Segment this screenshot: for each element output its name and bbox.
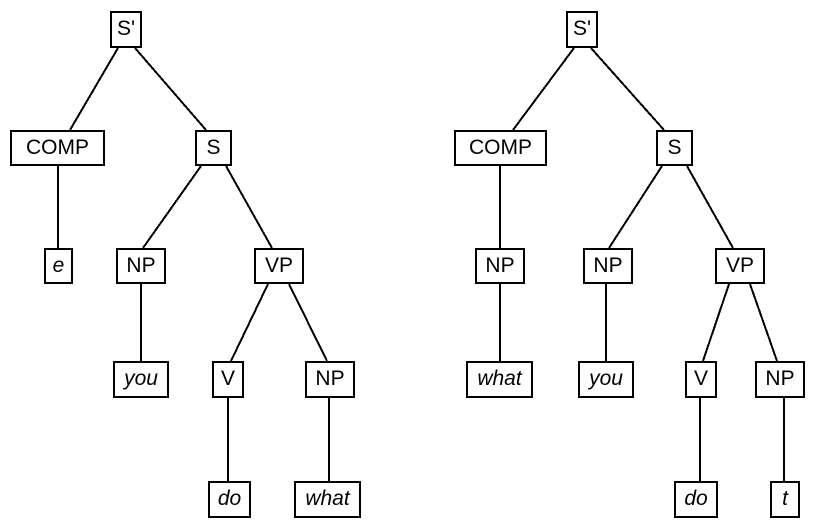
tree-node-label: S' (116, 17, 136, 40)
tree-node-label: COMP (469, 135, 532, 159)
tree-edge-r-vp-to-r-np2 (749, 283, 778, 362)
tree-edge-l-sbar-to-l-comp (69, 47, 119, 131)
tree-node-l-v: V (212, 361, 244, 398)
tree-node-label: NP (765, 367, 795, 390)
tree-node-r-vp: VP (715, 248, 765, 284)
tree-node-l-np2: NP (305, 361, 355, 398)
tree-node-label: do (217, 487, 242, 510)
tree-node-label: t (782, 487, 788, 510)
tree-node-label: you (589, 367, 623, 390)
tree-edge-r-sbar-to-r-s (590, 47, 665, 131)
tree-node-l-comp: COMP (10, 130, 105, 166)
tree-node-r-s: S (656, 130, 693, 166)
tree-edge-l-s-to-l-vp (225, 165, 273, 249)
tree-node-label: S' (572, 17, 592, 40)
tree-node-l-you: you (113, 361, 169, 398)
tree-node-r-v: V (685, 361, 717, 398)
tree-node-label: COMP (26, 135, 89, 159)
tree-node-l-np1: NP (116, 248, 166, 284)
tree-node-r-do: do (674, 481, 718, 518)
tree-edge-l-vp-to-l-v (230, 283, 269, 362)
tree-node-label: S (206, 135, 221, 159)
tree-node-r-sbar: S' (566, 11, 598, 48)
tree-node-r-you: you (578, 361, 634, 398)
tree-edge-r-s-to-r-np1 (608, 165, 663, 249)
tree-node-label: you (124, 367, 158, 390)
tree-node-label: NP (593, 253, 623, 277)
tree-node-l-s: S (195, 130, 232, 166)
tree-edge-r-vp-to-r-v (702, 283, 730, 362)
tree-node-r-np1: NP (583, 248, 633, 284)
tree-node-label: NP (485, 253, 515, 277)
tree-edge-l-vp-to-l-np2 (288, 283, 328, 362)
tree-edge-r-s-to-r-vp (686, 165, 734, 249)
tree-node-r-what: what (466, 361, 533, 398)
tree-edge-l-s-to-l-np1 (142, 165, 202, 249)
tree-node-l-do: do (208, 481, 251, 518)
tree-node-l-vp: VP (254, 248, 304, 284)
tree-node-label: what (477, 367, 522, 390)
tree-edge-l-sbar-to-l-s (134, 47, 207, 131)
tree-node-l-what: what (294, 481, 361, 518)
tree-edge-r-sbar-to-r-comp (512, 47, 575, 131)
tree-node-label: what (305, 487, 350, 510)
tree-node-label: VP (725, 253, 754, 277)
tree-node-label: e (52, 253, 65, 277)
tree-node-label: NP (126, 253, 156, 277)
tree-node-label: V (220, 367, 235, 390)
tree-node-r-np2: NP (755, 361, 805, 398)
tree-node-label: V (693, 367, 708, 390)
tree-node-l-e: e (44, 248, 73, 284)
tree-node-label: NP (315, 367, 345, 390)
tree-node-r-comp: COMP (454, 130, 547, 166)
tree-node-r-np0: NP (475, 248, 525, 284)
tree-node-l-sbar: S' (110, 11, 142, 48)
tree-node-label: do (684, 487, 708, 510)
tree-node-label: S (667, 135, 682, 159)
tree-node-label: VP (264, 253, 293, 277)
tree-node-r-t: t (770, 481, 800, 518)
